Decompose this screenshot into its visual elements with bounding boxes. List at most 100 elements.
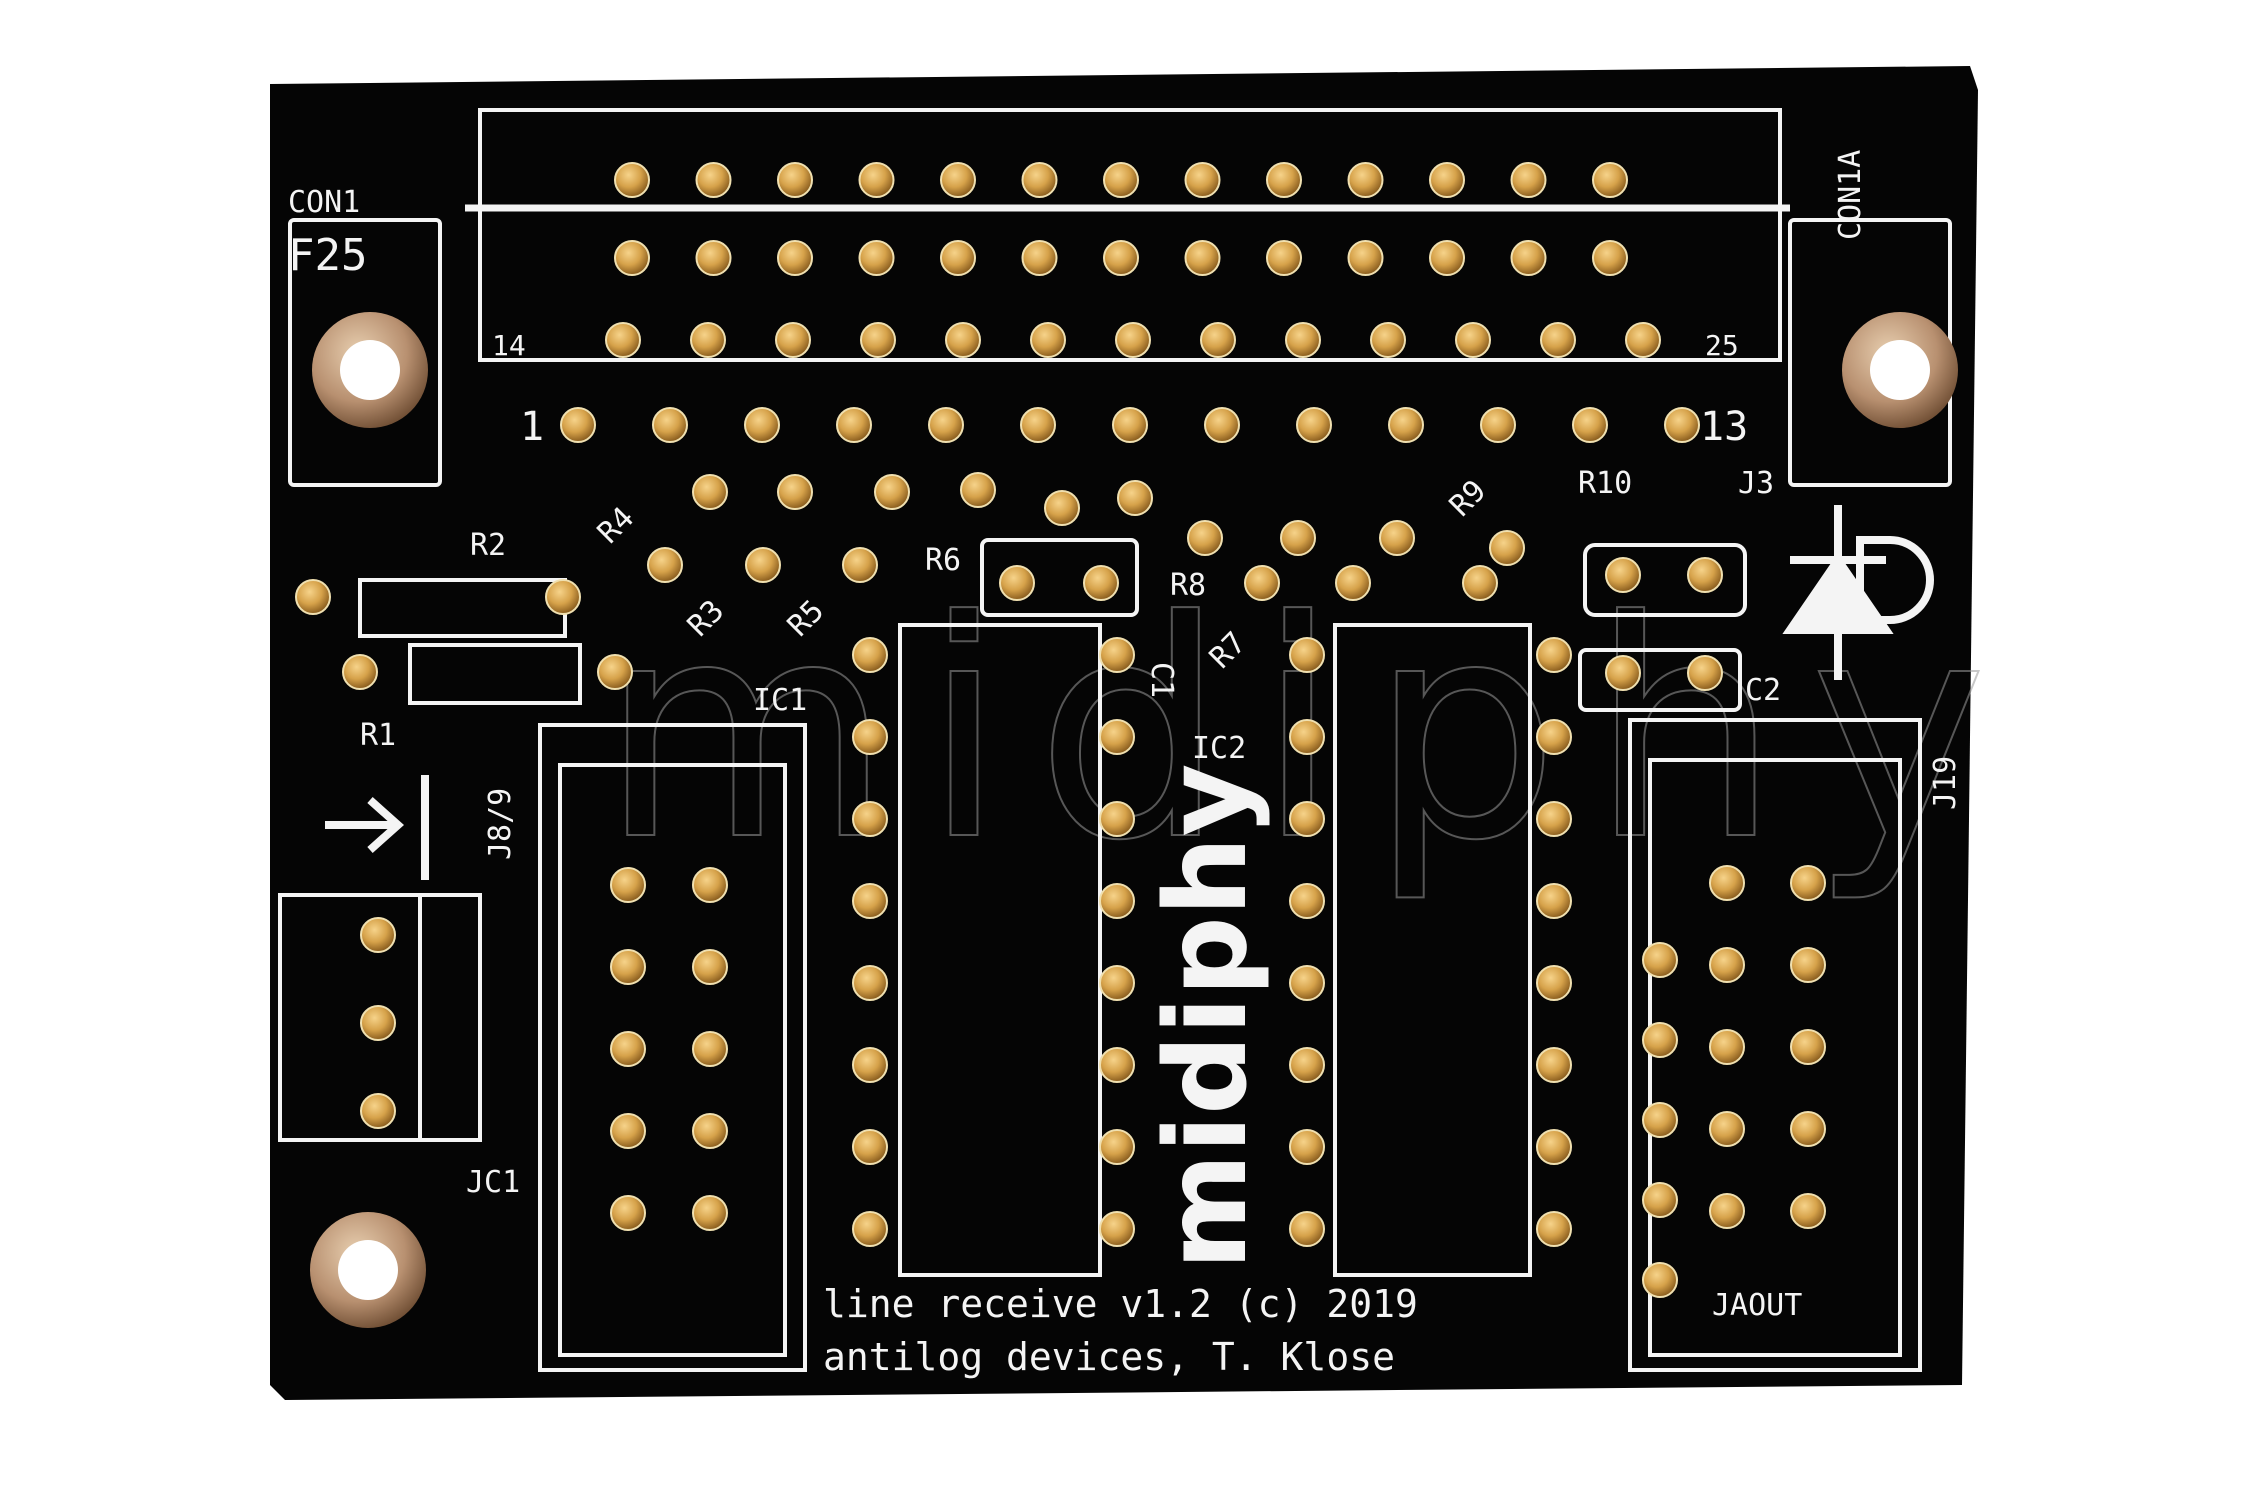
solder-pad: [852, 965, 888, 1001]
solder-pad: [1099, 1047, 1135, 1083]
solder-pad: [692, 1195, 728, 1231]
solder-pad: [614, 240, 650, 276]
solder-pad: [1289, 883, 1325, 919]
label-f25: F25: [288, 230, 367, 281]
solder-pad: [1099, 637, 1135, 673]
solder-pad: [775, 322, 811, 358]
label-j89: J8/9: [483, 788, 518, 860]
solder-pad: [1536, 719, 1572, 755]
solder-pad: [545, 579, 581, 615]
label-r2: R2: [470, 528, 506, 563]
solder-pad: [1103, 162, 1139, 198]
solder-pad: [1572, 407, 1608, 443]
solder-pad: [852, 1211, 888, 1247]
label-pin14: 14: [492, 329, 526, 362]
label-r1: R1: [360, 718, 396, 753]
solder-pad: [1266, 240, 1302, 276]
solder-pad: [1429, 240, 1465, 276]
solder-pad: [1289, 1129, 1325, 1165]
solder-pad: [1184, 162, 1221, 198]
solder-pads: [295, 162, 1826, 1298]
solder-pad: [777, 474, 813, 510]
solder-pad: [560, 407, 596, 443]
solder-pad: [945, 322, 981, 358]
solder-pad: [360, 917, 396, 953]
solder-pad: [1642, 942, 1678, 978]
label-pin25: 25: [1705, 329, 1739, 362]
solder-pad: [836, 407, 872, 443]
solder-pad: [852, 1129, 888, 1165]
solder-pad: [1536, 801, 1572, 837]
solder-pad: [1709, 1111, 1745, 1147]
diode-symbol-icon: [1782, 505, 1934, 680]
arrow-right-icon: [325, 775, 429, 880]
solder-pad: [1289, 1211, 1325, 1247]
solder-pad: [928, 407, 964, 443]
solder-pad: [1455, 322, 1491, 358]
solder-pad: [1592, 162, 1628, 198]
solder-pad: [852, 1047, 888, 1083]
solder-pad: [647, 547, 683, 583]
solder-pad: [360, 1005, 396, 1041]
solder-pad: [1388, 407, 1424, 443]
solder-pad: [1536, 1211, 1572, 1247]
silkscreen-outlines: [278, 108, 1952, 1372]
footer-line2: antilog devices, T. Klose: [823, 1335, 1395, 1379]
solder-pad: [1687, 557, 1723, 593]
solder-pad: [610, 867, 646, 903]
solder-pad: [1429, 162, 1465, 198]
solder-pad: [1021, 162, 1058, 198]
solder-pad: [960, 472, 996, 508]
solder-pad: [1687, 655, 1723, 691]
solder-pad: [692, 1031, 728, 1067]
solder-pad: [852, 801, 888, 837]
solder-pad: [1335, 565, 1371, 601]
solder-pad: [342, 654, 378, 690]
solder-pad: [1605, 655, 1641, 691]
solder-pad: [777, 162, 813, 198]
solder-pad: [1510, 240, 1547, 276]
solder-pad: [1536, 883, 1572, 919]
label-jc: JC1: [466, 1165, 520, 1200]
solder-pad: [842, 547, 878, 583]
solder-pad: [610, 1031, 646, 1067]
solder-pad: [1625, 322, 1661, 358]
solder-pad: [690, 322, 726, 358]
solder-pad: [1020, 407, 1056, 443]
solder-pad: [1536, 1129, 1572, 1165]
label-j3: J3: [1738, 466, 1774, 501]
solder-pad: [1289, 637, 1325, 673]
solder-pad: [1664, 407, 1700, 443]
solder-pad: [1083, 565, 1119, 601]
solder-pad: [295, 579, 331, 615]
solder-pad: [1592, 240, 1628, 276]
solder-pad: [1280, 520, 1316, 556]
solder-pad: [1115, 322, 1151, 358]
solder-pad: [744, 407, 780, 443]
solder-pad: [1790, 865, 1826, 901]
label-r6: R6: [925, 543, 961, 578]
solder-pad: [597, 654, 633, 690]
solder-pad: [1099, 719, 1135, 755]
solder-pad: [692, 1113, 728, 1149]
solder-pad: [1244, 565, 1280, 601]
solder-pad: [1709, 1193, 1745, 1229]
solder-pad: [1540, 322, 1576, 358]
solder-pad: [1642, 1182, 1678, 1218]
solder-pad: [1099, 965, 1135, 1001]
solder-pad: [692, 474, 728, 510]
solder-pad: [1021, 240, 1058, 276]
solder-pad: [1605, 557, 1641, 593]
solder-pad: [1103, 240, 1139, 276]
solder-pad: [610, 1195, 646, 1231]
solder-pad: [1099, 1129, 1135, 1165]
solder-pad: [1347, 240, 1384, 276]
solder-pad: [692, 867, 728, 903]
footer-line1: line receive v1.2 (c) 2019: [823, 1282, 1418, 1326]
solder-pad: [1099, 1211, 1135, 1247]
label-r10: R10: [1578, 466, 1632, 501]
solder-pad: [1099, 883, 1135, 919]
solder-pad: [1112, 407, 1148, 443]
solder-pad: [1462, 565, 1498, 601]
